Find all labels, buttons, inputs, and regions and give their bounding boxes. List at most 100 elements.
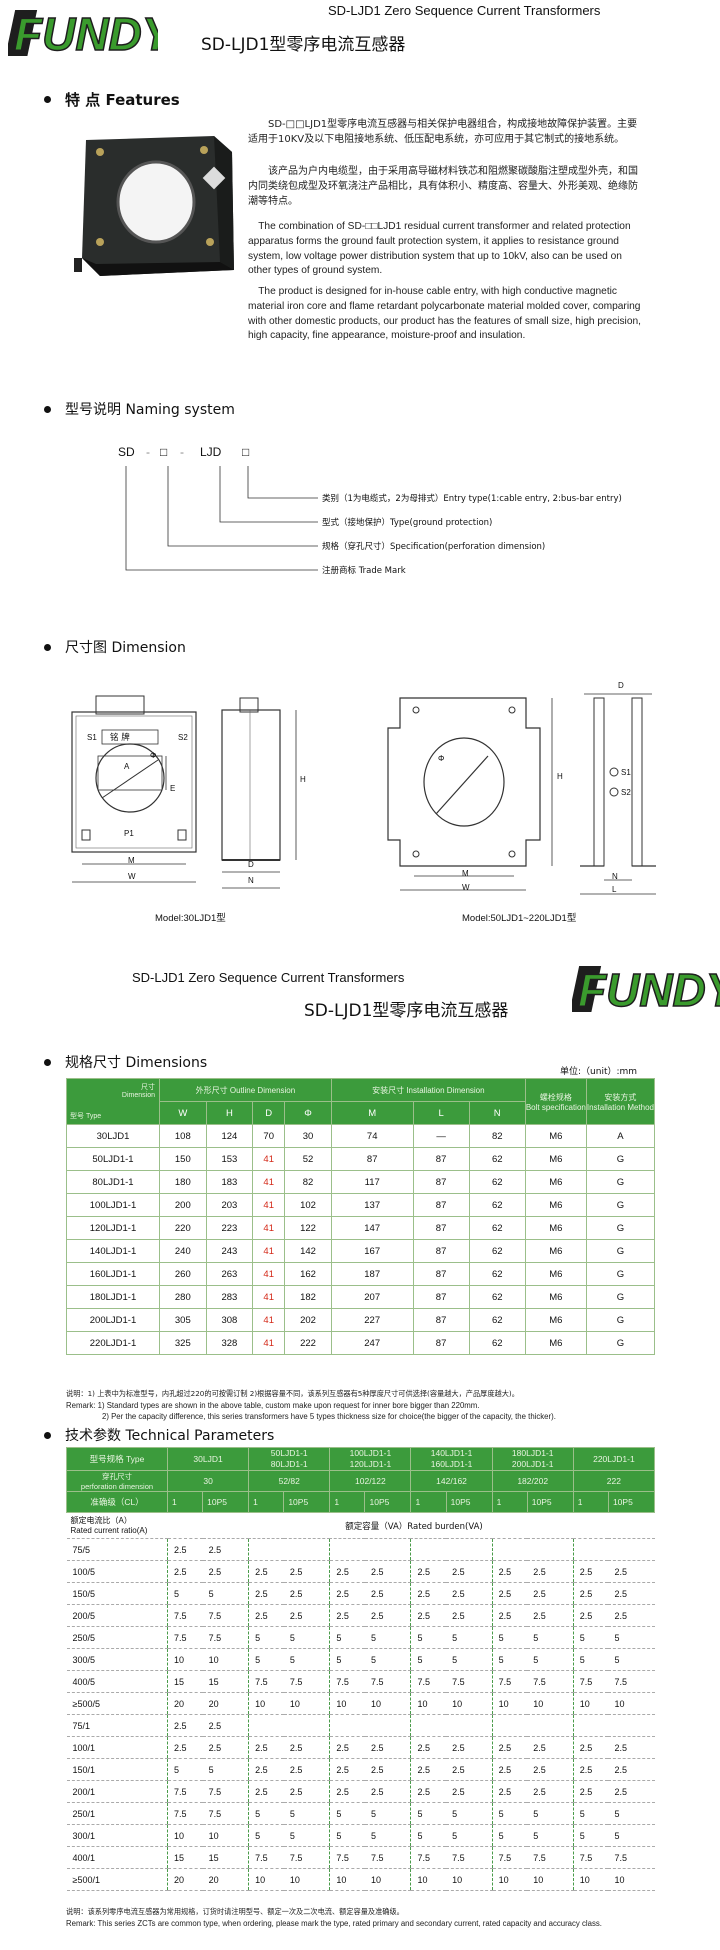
burden-cell: 5 (527, 1648, 574, 1671)
bullet-icon (44, 643, 51, 651)
install-method-header: 安装方式 Installation Method (585, 1078, 656, 1125)
tech-type-5: 220LJD1-1 (572, 1447, 656, 1471)
tech-note-cn: 说明：该系列零序电流互感器为常用规格，订货时请注明型号、额定一次及二次电流、额定… (66, 1907, 404, 1916)
table-cell: 122 (284, 1216, 332, 1240)
code-dash-1: - (146, 445, 150, 459)
burden-cell: 5 (329, 1626, 365, 1649)
table-cell: — (412, 1124, 470, 1148)
burden-cell: 7.5 (572, 1670, 609, 1693)
table-cell: G (585, 1285, 656, 1309)
naming-annotation-type: 型式（接地保护）Type(ground protection) (322, 518, 493, 528)
code-ljd: LJD (200, 445, 222, 459)
code-sd: SD (118, 445, 135, 459)
table-cell: 41 (252, 1170, 286, 1194)
burden-cell: 2.5 (446, 1758, 493, 1781)
table-cell: 150 (159, 1147, 207, 1171)
burden-cell: 2.5 (329, 1582, 365, 1605)
dimensions-title: 规格尺寸 Dimensions (44, 1052, 207, 1072)
dim-col-5: L (412, 1101, 470, 1125)
bolt-header: 螺栓规格 Bolt specification (524, 1078, 587, 1125)
tech-type-0: 30LJD1 (166, 1447, 250, 1471)
burden-cell: 2.5 (410, 1780, 447, 1803)
tech-perf-4: 182/202 (491, 1470, 574, 1492)
burden-cell: 7.5 (202, 1780, 249, 1803)
burden-cell (608, 1538, 655, 1561)
table-cell: 41 (252, 1239, 286, 1263)
burden-cell: 10 (166, 1824, 203, 1847)
burden-cell: 7.5 (166, 1780, 203, 1803)
burden-cell: 2.5 (364, 1780, 411, 1803)
table-cell: 62 (468, 1170, 526, 1194)
burden-cell: 5 (446, 1648, 493, 1671)
table-cell: 137 (330, 1193, 414, 1217)
burden-cell: 5 (202, 1758, 249, 1781)
code-type-box: □ (242, 445, 250, 459)
code-dash-2: - (180, 445, 184, 459)
table-cell: 62 (468, 1308, 526, 1332)
type-header: 型号规格 Type (66, 1447, 168, 1471)
burden-cell: 5 (248, 1802, 284, 1825)
burden-cell: 10 (527, 1692, 574, 1715)
model-label-left: Model:30LJD1型 (155, 913, 226, 924)
corner-header: 尺寸 Dimension 型号 Type (66, 1078, 160, 1125)
ratio-cell: 200/1 (66, 1780, 168, 1803)
burden-cell: 2.5 (364, 1758, 411, 1781)
table-cell: 87 (330, 1147, 414, 1171)
burden-cell: 7.5 (527, 1846, 574, 1869)
label-p1: P1 (124, 829, 134, 838)
burden-cell: 2.5 (527, 1560, 574, 1583)
table-cell: 200 (159, 1193, 207, 1217)
dim-col-4: M (330, 1101, 414, 1125)
table-cell: G (585, 1147, 656, 1171)
dim-col-1: H (205, 1101, 254, 1125)
tech-acc-2-1: 10P5 (364, 1491, 412, 1513)
burden-cell: 2.5 (608, 1582, 655, 1605)
burden-cell: 2.5 (202, 1736, 249, 1759)
ratio-cell: 100/1 (66, 1736, 168, 1759)
table-cell: 124 (205, 1124, 254, 1148)
table-cell: 41 (252, 1216, 286, 1240)
burden-cell (364, 1714, 411, 1737)
drawing-50-220ljd1-front (387, 697, 553, 891)
table-cell: 147 (330, 1216, 414, 1240)
burden-cell: 2.5 (166, 1714, 203, 1737)
tech-acc-4-0: 1 (491, 1491, 528, 1513)
installation-dimension-header: 安装尺寸 Installation Dimension (330, 1078, 526, 1102)
burden-cell: 2.5 (410, 1604, 447, 1627)
burden-cell: 5 (283, 1626, 330, 1649)
table-cell: 41 (252, 1193, 286, 1217)
ratio-cell: 75/1 (66, 1714, 168, 1737)
dim-col-3: Φ (284, 1101, 332, 1125)
unit-label: 单位:（unit）:mm (560, 1067, 638, 1077)
table-cell: A (585, 1124, 656, 1148)
burden-cell: 7.5 (410, 1670, 447, 1693)
table-cell: 167 (330, 1239, 414, 1263)
table-cell: 82 (468, 1124, 526, 1148)
bullet-icon (44, 1058, 51, 1066)
table-cell: M6 (524, 1308, 587, 1332)
tech-note-en: Remark: This series ZCTs are common type… (66, 1919, 602, 1928)
burden-cell: 5 (608, 1626, 655, 1649)
burden-cell (329, 1538, 365, 1561)
table-cell: 41 (252, 1262, 286, 1286)
table-cell: 223 (205, 1216, 254, 1240)
table-cell: 162 (284, 1262, 332, 1286)
table-cell: 41 (252, 1308, 286, 1332)
table-cell: 160LJD1-1 (66, 1262, 160, 1286)
table-cell: 52 (284, 1147, 332, 1171)
burden-cell: 5 (283, 1802, 330, 1825)
burden-label: 额定容量（VA）Rated burden(VA) (167, 1512, 655, 1539)
table-cell: 222 (284, 1331, 332, 1355)
table-cell: 220 (159, 1216, 207, 1240)
ratio-cell: 150/5 (66, 1582, 168, 1605)
tech-type-3: 140LJD1-1 160LJD1-1 (410, 1447, 493, 1471)
dim-col-6: N (468, 1101, 526, 1125)
